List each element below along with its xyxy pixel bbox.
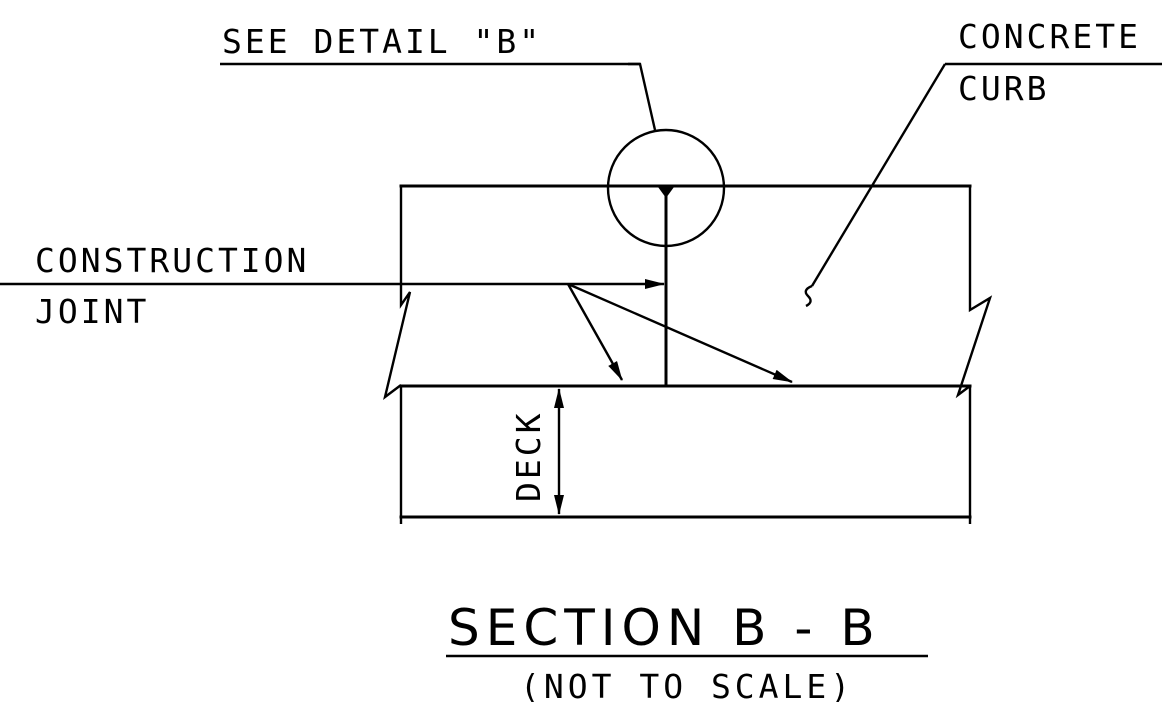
scale-note: (NOT TO SCALE) (520, 667, 854, 702)
curb-label: CURB (958, 69, 1049, 108)
construction-joint-leader (0, 279, 793, 384)
construction-label: CONSTRUCTION (35, 241, 309, 280)
construction-joint-line (658, 187, 674, 388)
section-title: SECTION B - B (448, 599, 881, 657)
see-detail-label: SEE DETAIL "B" (222, 22, 542, 61)
concrete-curb-leader (804, 62, 1162, 308)
deck-slab (399, 384, 972, 524)
joint-label: JOINT (35, 292, 149, 331)
see-detail-leader (220, 62, 657, 131)
deck-label: DECK (509, 411, 548, 502)
curb-block (383, 184, 993, 400)
concrete-label: CONCRETE (958, 17, 1141, 56)
detail-b-circle (606, 128, 726, 248)
